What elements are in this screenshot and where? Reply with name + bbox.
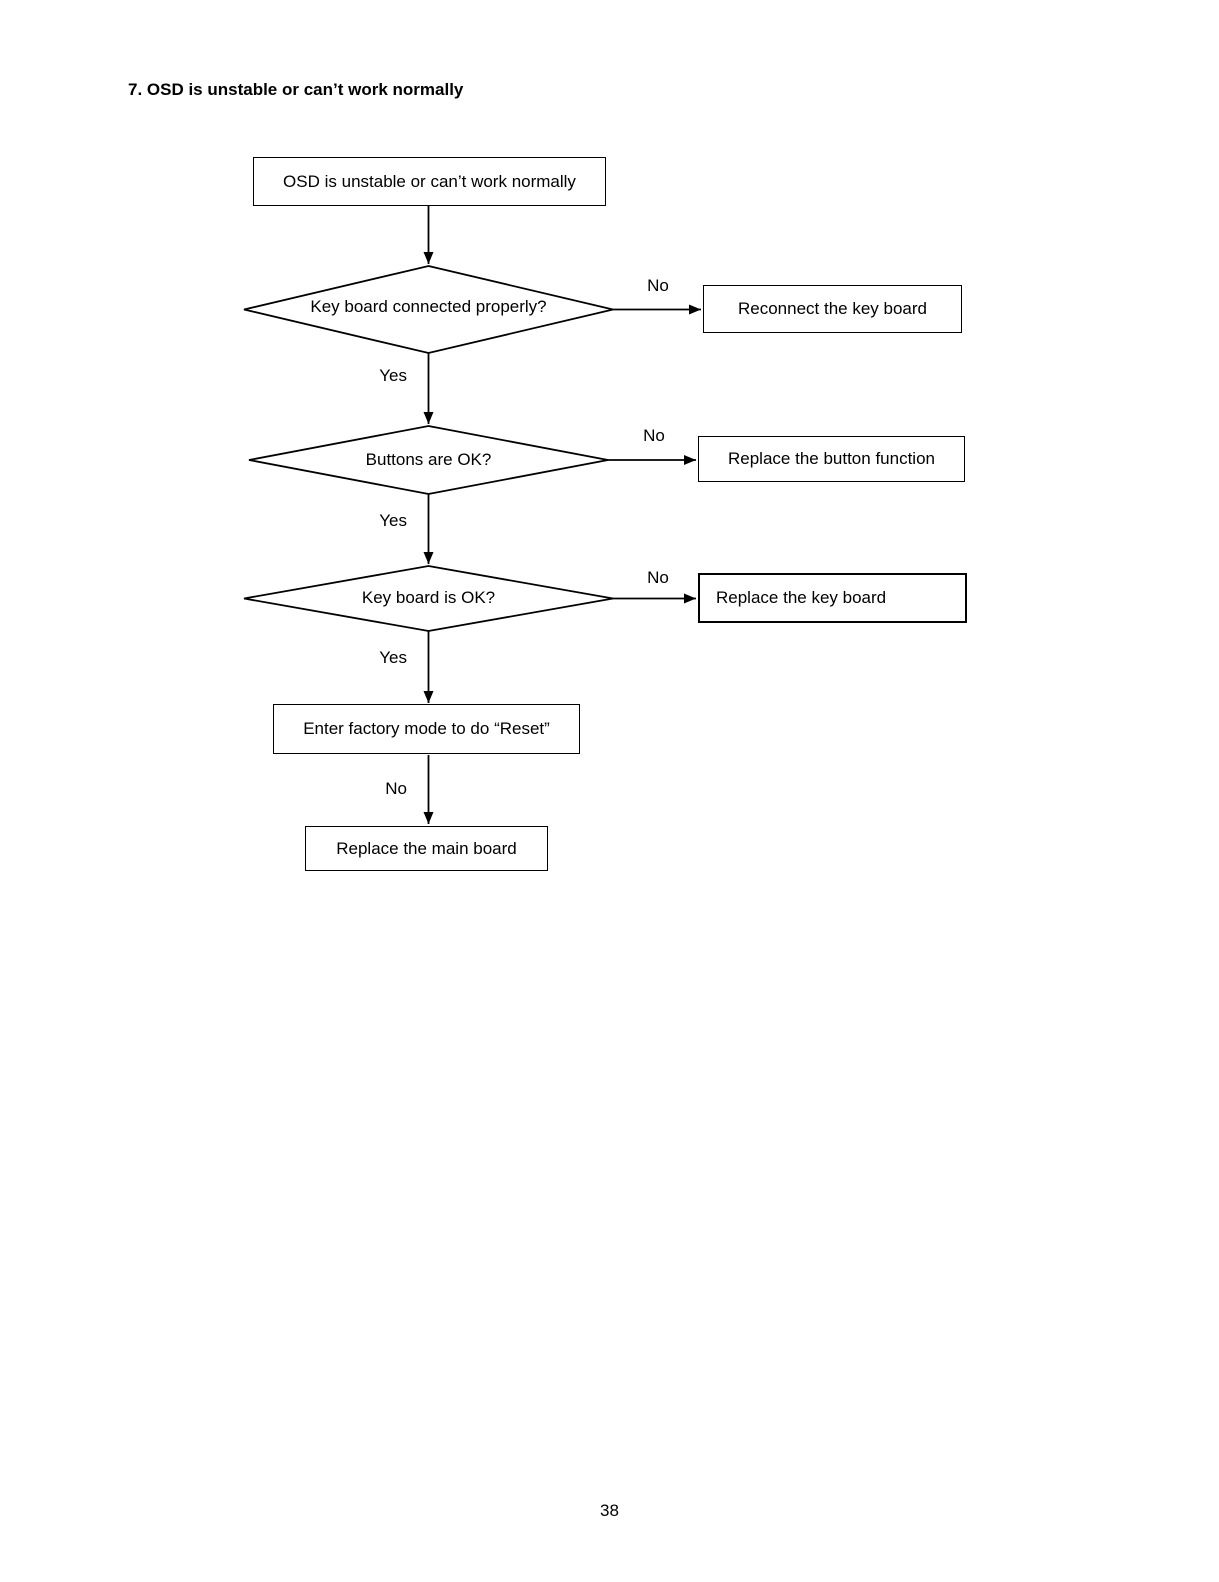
node-replace-main-board-label: Replace the main board <box>336 838 517 858</box>
node-replace-main-board: Replace the main board <box>305 826 548 871</box>
node-replace-keyboard: Replace the key board <box>698 573 967 623</box>
decision3-yes-label: Yes <box>379 648 407 667</box>
node-enter-factory-mode-label: Enter factory mode to do “Reset” <box>303 719 550 739</box>
node-replace-button-function: Replace the button function <box>698 436 965 482</box>
page-number: 38 <box>600 1501 619 1520</box>
decision2-question: Buttons are OK? <box>365 450 492 469</box>
node-reconnect-keyboard-label: Reconnect the key board <box>737 299 927 319</box>
decision1-no-label: No <box>647 276 669 295</box>
node-reconnect-keyboard: Reconnect the key board <box>703 285 962 333</box>
reset-no-label: No <box>385 779 407 798</box>
node-start: OSD is unstable or can’t work normally <box>253 157 606 206</box>
decision2-no-label: No <box>643 426 665 445</box>
decision3-question: Key board is OK? <box>361 588 496 607</box>
section-title: 7. OSD is unstable or can’t work normall… <box>128 80 464 99</box>
node-enter-factory-mode: Enter factory mode to do “Reset” <box>273 704 580 754</box>
decision3-no-label: No <box>647 568 669 587</box>
decision1-yes-label: Yes <box>379 366 407 385</box>
node-replace-keyboard-label: Replace the key board <box>716 588 887 608</box>
node-replace-button-function-label: Replace the button function <box>728 449 935 469</box>
decision1-question: Key board connected properly? <box>310 297 547 316</box>
node-start-label: OSD is unstable or can’t work normally <box>283 171 576 191</box>
decision2-yes-label: Yes <box>379 511 407 530</box>
